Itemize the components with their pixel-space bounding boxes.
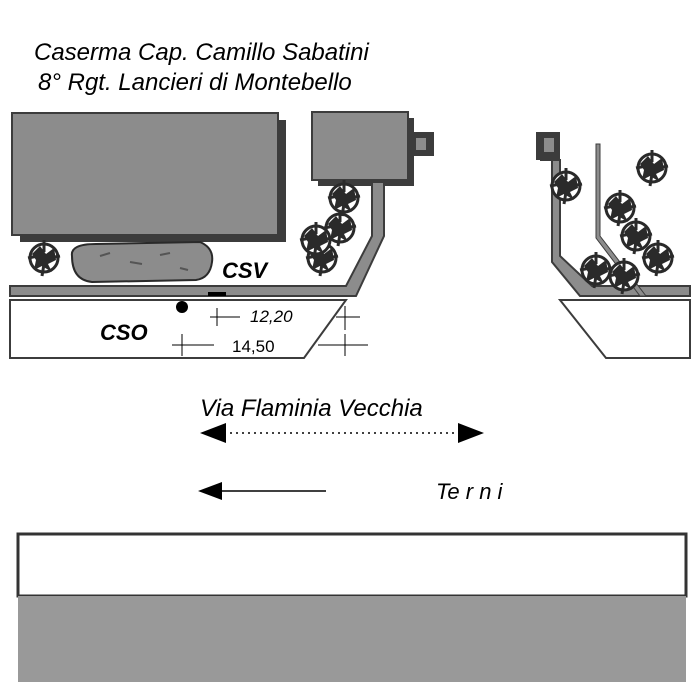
csv-marker (208, 292, 226, 296)
dimension-12-20: 12,20 (250, 307, 293, 326)
opposite-sidewalk (16, 532, 688, 682)
csv-label: CSV (222, 258, 270, 283)
direction-label: Te r n i (436, 479, 504, 504)
log-element (70, 240, 214, 284)
street-name: Via Flaminia Vecchia (200, 395, 423, 422)
cso-label: CSO (100, 320, 148, 345)
main-building (11, 112, 286, 242)
title-line-1: Caserma Cap. Camillo Sabatini (34, 39, 369, 66)
dimension-14-50: 14,50 (232, 337, 275, 356)
gatehouse-building (311, 111, 434, 186)
one-way-arrow (198, 482, 326, 500)
title-line-2: 8° Rgt. Lancieri di Montebello (38, 69, 352, 96)
wall-left (9, 181, 385, 359)
dimension-lines (172, 306, 368, 356)
cso-marker (176, 301, 188, 313)
two-way-arrow (200, 423, 484, 443)
